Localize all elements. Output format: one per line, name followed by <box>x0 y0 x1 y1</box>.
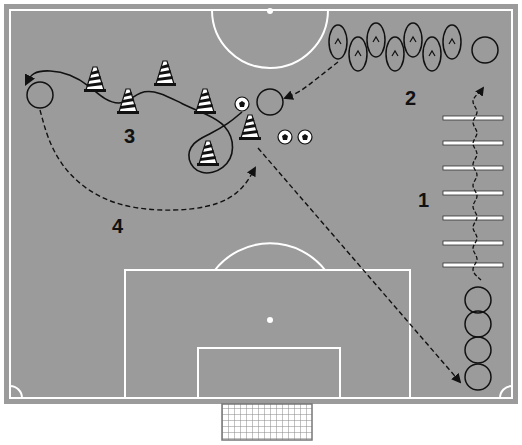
ladder-rung <box>443 263 503 267</box>
run-path <box>40 110 255 210</box>
pass-path <box>258 148 460 382</box>
ladder-rung <box>443 116 503 120</box>
player-position <box>465 311 491 337</box>
ladder-rung <box>443 166 503 170</box>
cone <box>239 115 261 140</box>
cone <box>194 89 216 114</box>
pitch-ground <box>4 4 518 404</box>
hurdle <box>423 37 441 71</box>
player-position <box>27 82 53 108</box>
hurdle <box>443 25 461 59</box>
drill-elements <box>26 23 503 390</box>
halfway-spot <box>267 8 273 14</box>
hurdle <box>367 23 385 57</box>
cone <box>117 89 139 114</box>
spacer <box>468 50 480 51</box>
cone <box>154 61 176 86</box>
hurdle <box>349 37 367 71</box>
ball <box>298 130 312 144</box>
cone <box>84 67 106 92</box>
ladder-rung <box>443 216 503 220</box>
penalty-spot <box>267 317 273 323</box>
player-position <box>465 287 491 313</box>
callout-number: 4 <box>112 216 123 236</box>
player-position <box>472 37 498 63</box>
ladder-rung <box>443 191 503 195</box>
callout-number: 1 <box>418 190 429 210</box>
player-position <box>257 89 283 115</box>
hurdle <box>386 37 404 71</box>
ball <box>278 130 292 144</box>
ball <box>235 97 249 111</box>
hurdle <box>329 25 347 59</box>
hurdle <box>404 23 422 57</box>
ladder-rung <box>443 241 503 245</box>
goal <box>222 404 312 440</box>
player-position <box>465 364 491 390</box>
run-path <box>285 62 338 98</box>
player-position <box>465 337 491 363</box>
pitch-lines <box>10 10 512 398</box>
cone <box>197 141 219 166</box>
callout-number: 3 <box>124 126 135 146</box>
callout-number: 2 <box>405 88 416 108</box>
run-path <box>473 88 483 280</box>
